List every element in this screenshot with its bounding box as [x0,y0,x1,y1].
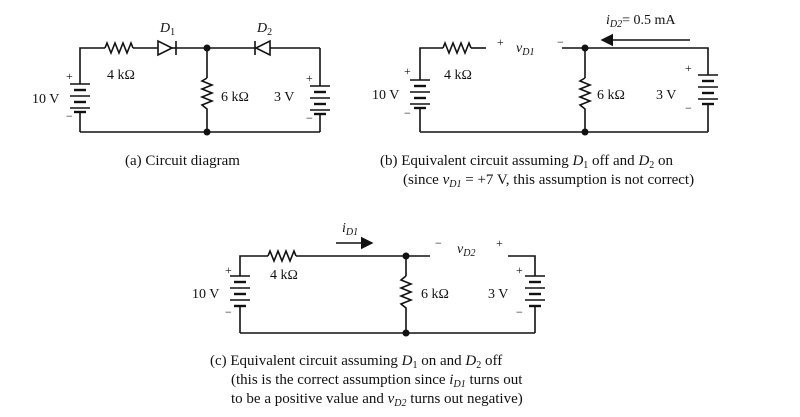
battery-b-3v [698,74,718,106]
battery-a-3v [310,85,330,116]
label-b-vd1: vD1 [516,41,534,58]
label-b-id2: iD2= 0.5 mA [606,13,676,30]
wire-c-left-top [239,255,268,276]
label-a-plus-left: + [66,69,73,83]
label-c-6k: 6 kΩ [421,287,449,302]
caption-c-line1: (c) Equivalent circuit assuming D1 on an… [210,353,502,371]
caption-c-line2: (this is the correct assumption since iD… [231,372,523,390]
label-c-vd2: vD2 [457,242,475,259]
node-c-top [402,252,410,260]
label-c-plus-right: + [516,263,523,277]
wire-b-left-top [419,47,443,80]
wire-b-right-top [562,47,709,75]
battery-c-3v [525,275,545,308]
battery-a-10v [70,83,90,114]
resistor-b-4k [442,40,472,56]
resistor-a-6k [199,77,215,112]
caption-b-line2: (since vD1 = +7 V, this assumption is no… [403,172,694,190]
label-b-6k: 6 kΩ [597,88,625,103]
label-a-d1: D1 [159,21,175,38]
resistor-b-6k [577,77,593,112]
label-b-10v: 10 V [372,88,399,103]
label-b-minus-right: − [685,101,692,115]
label-b-vd1-plus: + [497,35,504,49]
label-c-vd2-plus: + [496,236,503,250]
label-b-3v: 3 V [656,88,676,103]
label-c-3v: 3 V [488,287,508,302]
label-c-plus-left: + [225,263,232,277]
wire-a-left-top [79,47,105,84]
node-a-top [203,44,211,52]
diode-d2-symbol [254,39,271,57]
caption-b-line1: (b) Equivalent circuit assuming D1 off a… [380,153,674,171]
node-c-bottom [402,329,410,337]
label-b-minus-left: − [404,106,411,120]
node-b-bottom [581,128,589,136]
circuit-c [230,236,545,334]
node-b-top [581,44,589,52]
diode-d1-symbol [157,39,177,57]
label-c-minus-right: − [516,305,523,319]
label-c-vd2-minus: − [435,236,442,250]
resistor-a-4k [104,40,134,56]
label-b-4k: 4 kΩ [444,68,472,83]
label-a-10v: 10 V [32,92,59,107]
label-c-4k: 4 kΩ [270,268,298,283]
wire-c-right-top [508,255,536,276]
label-b-plus-left: + [404,64,411,78]
label-a-d2: D2 [256,21,272,38]
label-c-minus-left: − [225,305,232,319]
label-a-minus-right: − [306,111,313,125]
circuit-b [410,33,718,133]
label-b-vd1-minus: − [557,35,564,49]
node-a-bottom [203,128,211,136]
label-a-minus-left: − [66,109,73,123]
caption-c-line3: to be a positive value and vD2 turns out… [231,391,523,409]
resistor-c-4k [267,248,297,264]
caption-a: (a) Circuit diagram [125,153,240,169]
label-a-plus-right: + [306,71,313,85]
resistor-c-6k [398,275,414,312]
label-c-10v: 10 V [192,287,219,302]
battery-c-10v [230,275,250,308]
label-a-3v: 3 V [274,90,294,105]
label-b-plus-right: + [685,61,692,75]
battery-b-10v [410,79,430,110]
label-c-id1: iD1 [342,221,358,238]
label-a-4k: 4 kΩ [107,68,135,83]
label-a-6k: 6 kΩ [221,90,249,105]
circuit-a [70,39,330,133]
